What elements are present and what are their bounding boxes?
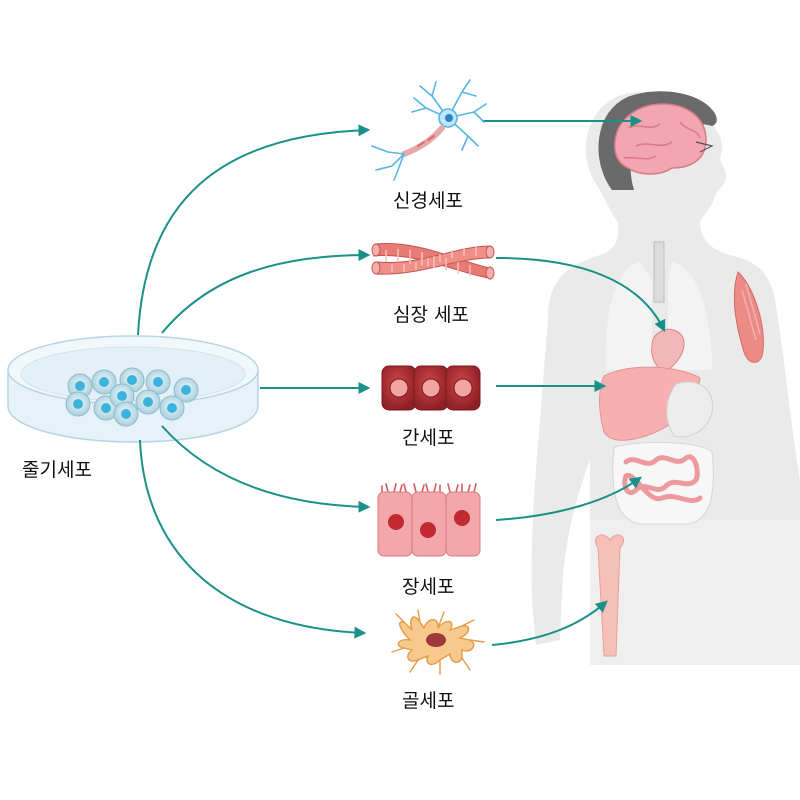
osteocyte-icon [391, 609, 485, 675]
stem-cell-cluster [65, 367, 199, 427]
stem-cell [135, 389, 161, 415]
arrows-from-dish [137, 124, 371, 639]
arrow-to-nerve-cell [137, 124, 371, 336]
enterocyte-icon [377, 483, 481, 557]
arrow-to-heart-cell [161, 249, 371, 334]
bone-cell-label: 골세포 [402, 690, 455, 712]
stem-cell [159, 395, 185, 421]
human-body-icon [531, 91, 800, 665]
stem-cell [119, 367, 145, 393]
heart-cell-label: 심장 세포 [393, 304, 469, 326]
stem-cell [65, 391, 91, 417]
neuron-icon [371, 79, 487, 181]
arrow-to-bone-cell [139, 439, 367, 639]
stem-cell [91, 369, 117, 395]
cardiac-muscle-fiber-icon [371, 243, 495, 280]
liver-cell-label: 간세포 [402, 427, 455, 449]
stem-cell [145, 369, 171, 395]
arrow-to-heart [495, 257, 666, 333]
arrow-to-bone [491, 600, 608, 646]
stem-cell [173, 377, 199, 403]
intestine-cell-label: 장세포 [402, 576, 455, 598]
stem-cell-label: 줄기세포 [22, 459, 92, 481]
arrow-to-intestine-cell [161, 425, 371, 513]
arrow-to-intestine [495, 476, 642, 521]
nerve-cell-label: 신경세포 [393, 190, 463, 212]
stem-cell [113, 401, 139, 427]
hepatocyte-icon [381, 365, 481, 411]
arrows-to-body [482, 115, 666, 646]
stem-cell [67, 373, 93, 399]
